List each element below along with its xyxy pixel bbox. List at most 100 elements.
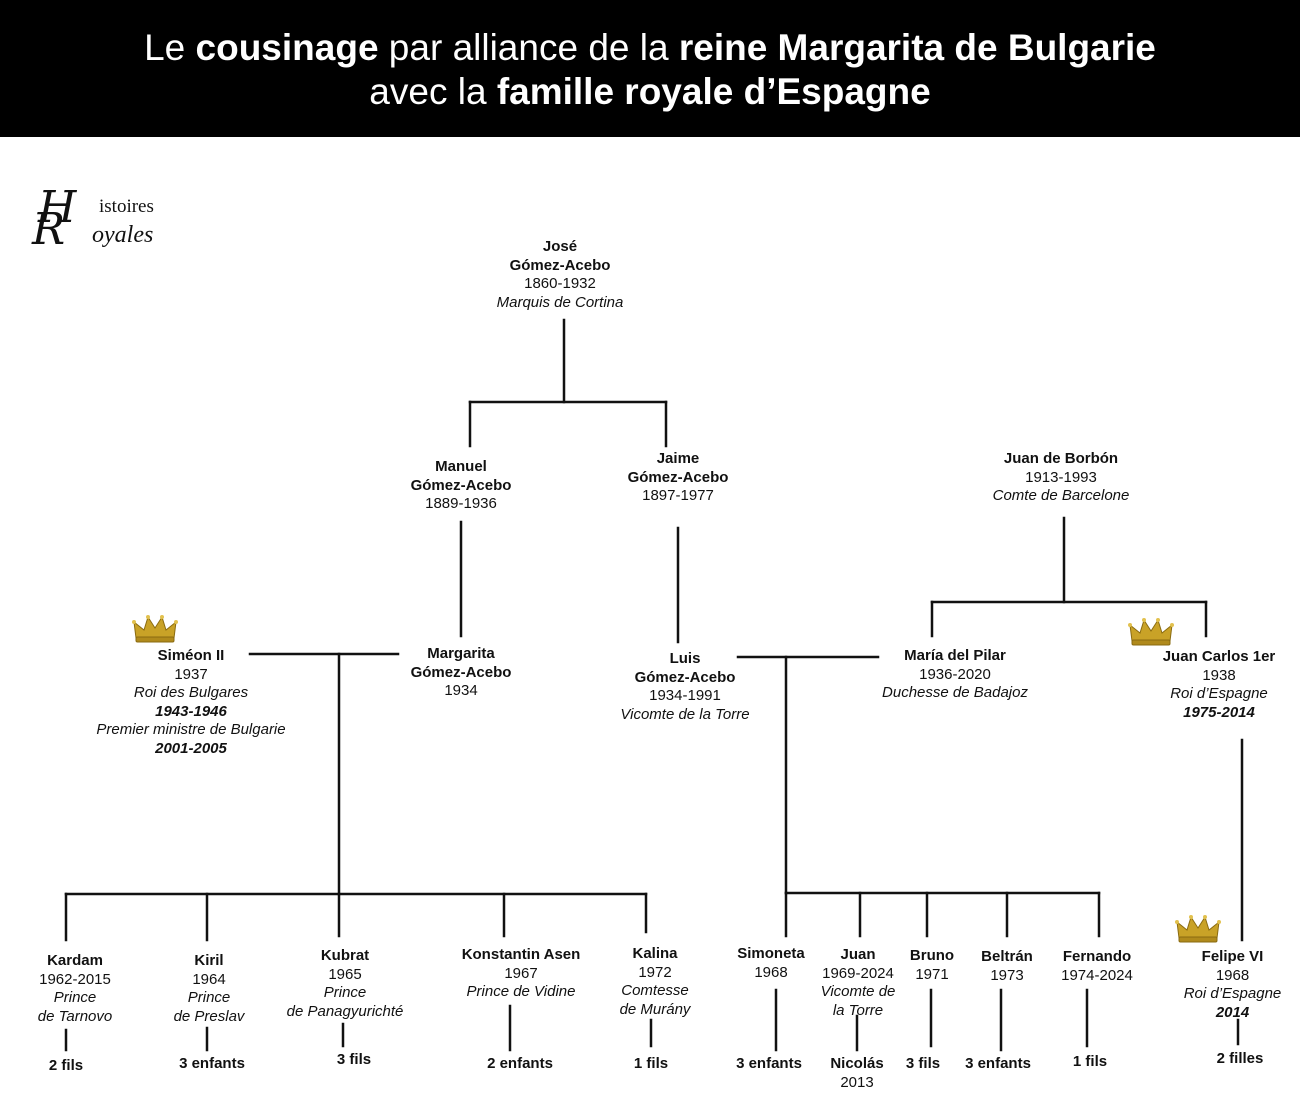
title-text-bold: cousinage — [195, 27, 379, 68]
person-dates: 1964 — [192, 970, 226, 988]
person-title: de Tarnovo — [37, 1007, 113, 1025]
person-name: Kardam — [47, 952, 103, 969]
person-dates: 1897-1977 — [642, 487, 714, 504]
person-dates: 1974-2024 — [1061, 966, 1133, 984]
person-title: Roi d’Espagne — [1170, 685, 1268, 702]
person-title: Comte de Barcelone — [992, 487, 1130, 504]
person-juan-de-borbon: Juan de Borbón 1913-1993 Comte de Barcel… — [961, 450, 1161, 506]
descendants-konstantin: 2 enfants — [487, 1055, 553, 1072]
person-name: Gómez-Acebo — [410, 476, 512, 494]
logo-word-royales: oyales — [92, 222, 154, 248]
person-dates: 1936-2020 — [919, 665, 991, 683]
person-name: Gómez-Acebo — [627, 468, 729, 486]
person-dates: 1967 — [504, 964, 538, 982]
person-jaime: Jaime Gómez-Acebo 1897-1977 — [598, 450, 758, 506]
descendants-kardam: 2 fils — [48, 1057, 84, 1074]
person-name: Gómez-Acebo — [410, 663, 512, 681]
descendants-kalina: 1 fils — [633, 1055, 669, 1072]
person-dates: 1938 — [1202, 666, 1236, 684]
person-kiril: Kiril 1964 Prince de Preslav — [149, 952, 269, 1026]
person-title: Marquis de Cortina — [496, 293, 624, 311]
descendants-fernando: 1 fils — [1072, 1053, 1108, 1070]
person-bruno: Bruno 1971 — [897, 947, 967, 984]
logo-word-histoires: istoires — [99, 196, 154, 217]
person-title: de Preslav — [173, 1007, 245, 1025]
person-dates: 1968 — [1215, 966, 1250, 984]
person-konstantin-asen: Konstantin Asen 1967 Prince de Vidine — [436, 946, 606, 1002]
person-title: Duchesse de Badajoz — [882, 684, 1028, 701]
person-kalina: Kalina 1972 Comtesse de Murány — [600, 945, 710, 1019]
person-dates: 1971 — [915, 965, 949, 983]
person-kubrat: Kubrat 1965 Prince de Panagyurichté — [265, 947, 425, 1021]
person-dates: 1934-1991 — [649, 687, 721, 704]
person-title: Premier ministre de Bulgarie — [96, 721, 286, 738]
title-text: Le — [144, 27, 196, 68]
descendants-simoneta: 3 enfants — [736, 1055, 802, 1072]
descendants-kiril: 3 enfants — [179, 1055, 245, 1072]
person-name: Nicolás — [830, 1055, 884, 1072]
person-name: José — [542, 238, 578, 255]
person-dates: 1913-1993 — [1025, 468, 1097, 486]
person-luis: Luis Gómez-Acebo 1934-1991 Vicomte de la… — [595, 650, 775, 724]
person-dates: 1965 — [328, 965, 362, 983]
person-margarita: Margarita Gómez-Acebo 1934 — [381, 645, 541, 701]
person-name: Luis — [669, 650, 701, 667]
person-felipe: Felipe VI 1968 Roi d’Espagne 2014 — [1165, 948, 1300, 1022]
person-name: Margarita — [427, 645, 495, 662]
person-title: Comtesse — [621, 982, 689, 999]
person-name: Bruno — [909, 947, 955, 964]
person-title-dates: 2001-2005 — [155, 739, 227, 757]
descendants-kubrat: 3 fils — [336, 1051, 372, 1068]
header-banner: Le cousinage par alliance de la reine Ma… — [0, 0, 1300, 137]
logo-letter-r: R — [32, 204, 66, 255]
person-juan: Juan 1969-2024 Vicomte de la Torre — [806, 946, 910, 1020]
person-fernando: Fernando 1974-2024 — [1045, 948, 1149, 985]
person-name: Siméon II — [157, 647, 225, 664]
person-name: Simoneta — [737, 945, 805, 962]
person-name: Kalina — [632, 945, 678, 962]
person-name: Konstantin Asen — [461, 946, 581, 963]
descendants-beltran: 3 enfants — [965, 1055, 1031, 1072]
person-title: de Murány — [619, 1000, 691, 1018]
person-dates: 1860-1932 — [524, 275, 596, 292]
person-name: Kiril — [194, 952, 224, 969]
title-text-bold: famille royale d’Espagne — [496, 71, 931, 112]
person-name: Beltrán — [981, 948, 1033, 965]
histoires-royales-logo: H istoires R oyales — [30, 178, 205, 258]
person-title: Prince — [323, 984, 367, 1001]
person-juan-carlos: Juan Carlos 1er 1938 Roi d’Espagne 1975-… — [1144, 648, 1294, 722]
person-jose: José Gómez-Acebo 1860-1932 Marquis de Co… — [460, 238, 660, 312]
person-title: Vicomte de la Torre — [620, 705, 750, 723]
person-title-dates: 2014 — [1215, 1003, 1250, 1021]
person-dates: 1934 — [444, 682, 478, 699]
person-name: Felipe VI — [1201, 948, 1264, 965]
person-name: Manuel — [435, 458, 487, 475]
person-title: Prince — [53, 989, 97, 1006]
title-text: par alliance de la — [378, 27, 679, 68]
person-title: Vicomte de — [820, 983, 896, 1000]
person-name: Gómez-Acebo — [634, 668, 736, 686]
person-name: Jaime — [656, 450, 700, 467]
person-title: la Torre — [832, 1001, 884, 1019]
person-simoneta: Simoneta 1968 — [721, 945, 821, 982]
title-text: avec la — [369, 71, 497, 112]
person-name: Gómez-Acebo — [509, 256, 611, 274]
crown-icon — [132, 615, 178, 643]
person-name: Kubrat — [320, 947, 370, 964]
descendants-bruno: 3 fils — [905, 1055, 941, 1072]
person-name: Juan Carlos 1er — [1162, 648, 1276, 665]
crown-icon — [1128, 618, 1174, 646]
person-maria-del-pilar: María del Pilar 1936-2020 Duchesse de Ba… — [855, 647, 1055, 703]
person-title-dates: 1943-1946 — [155, 702, 227, 720]
person-dates: 2013 — [840, 1073, 874, 1091]
person-name: Juan de Borbón — [1003, 450, 1119, 467]
person-dates: 1968 — [754, 963, 788, 981]
person-title: Prince — [187, 989, 231, 1006]
title-line-2: avec la famille royale d’Espagne — [0, 70, 1300, 114]
person-dates: 1937 — [174, 665, 208, 683]
person-nicolas: Nicolás 2013 — [807, 1055, 907, 1092]
logo-letter-h: H — [38, 182, 77, 233]
person-dates: 1972 — [638, 963, 672, 981]
person-title-dates: 1975-2014 — [1183, 703, 1255, 721]
